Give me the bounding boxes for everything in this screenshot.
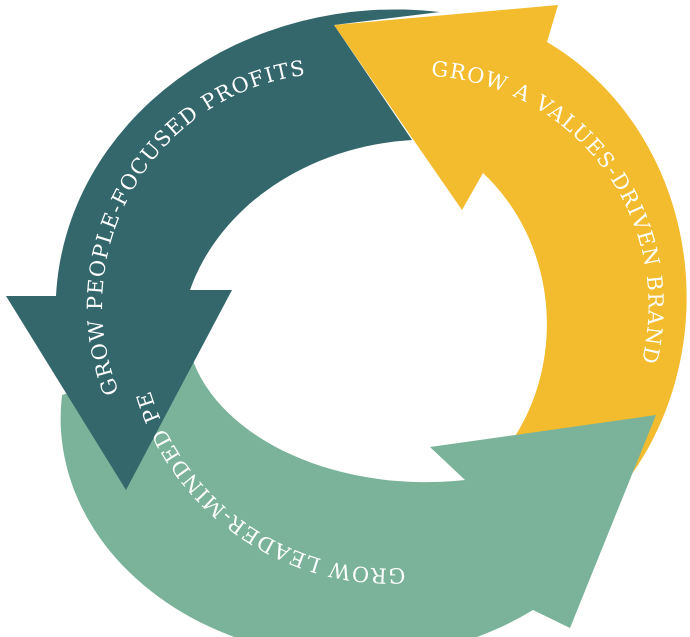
- people-focused-profits-arrow: [6, 9, 440, 491]
- leader-minded-people-arrow: [60, 358, 656, 637]
